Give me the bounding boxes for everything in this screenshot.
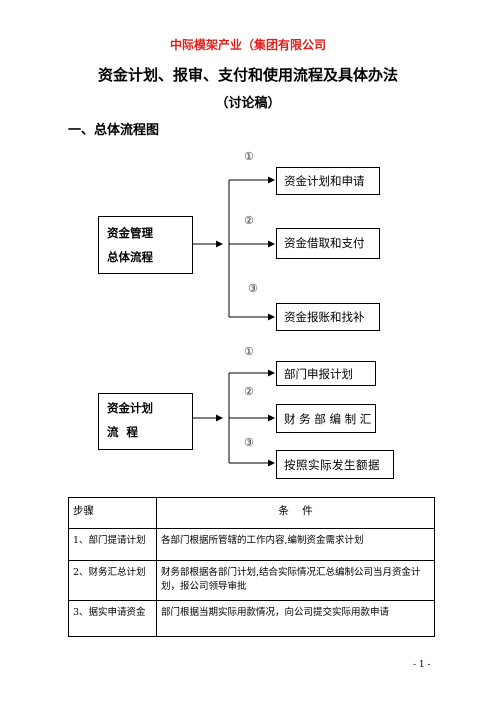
table-row: 1、部门提请计划 各部门根据所管辖的工作内容,编制资金需求计划 (68, 528, 435, 561)
flow2-main-line1: 资金计划 (107, 401, 153, 415)
table-cell-step: 3、据实申请资金 (68, 600, 157, 637)
document-subtitle: （讨论稿） (215, 96, 281, 111)
flow2-connectors (192, 369, 275, 467)
flow1-step3-number: ③ (248, 282, 258, 295)
table-row: 3、据实申请资金 部门根据当期实际用款情况，向公司提交实际用款申请 (68, 600, 435, 637)
flow1-step1-box: 资金计划和申请 (276, 167, 380, 195)
table-cell-condition: 部门根据当期实际用款情况，向公司提交实际用款申请 (156, 600, 435, 637)
page-number: - 1 - (413, 660, 431, 670)
flow2-step3-box: 按照实际发生额据 (276, 450, 394, 479)
table-cell-condition: 各部门根据所管辖的工作内容,编制资金需求计划 (156, 528, 435, 561)
flow2-step3-number: ③ (244, 436, 254, 449)
flow1-step1-number: ① (244, 150, 254, 163)
flow2-main-line2: 流 程 (107, 425, 139, 439)
table-cell-condition: 财务部根据各部门计划,结合实际情况汇总编制公司当月资金计划，报公司领导审批 (156, 560, 435, 601)
flow2-step1-number: ① (244, 345, 254, 358)
flow1-step3-box: 资金报账和找补 (276, 303, 380, 331)
company-name: 中际模架产业（集团有限公司 (169, 38, 326, 52)
table-header-condition: 条 件 (156, 497, 435, 529)
flow1-main-line2: 总体流程 (107, 250, 153, 264)
section-heading: 一、总体流程图 (68, 123, 160, 138)
flow2-step1-box: 部门申报计划 (276, 361, 376, 386)
table-header-step: 步骤 (68, 497, 157, 529)
flow1-main-box: 资金管理 总体流程 (98, 216, 193, 274)
flow2-step2-number: ② (244, 385, 254, 398)
flow1-connectors (192, 176, 275, 321)
flow1-step2-box: 资金借取和支付 (276, 228, 380, 259)
table-cell-step: 1、部门提请计划 (68, 528, 157, 561)
table-cell-step: 2、财务汇总计划 (68, 560, 157, 601)
document-title: 资金计划、报审、支付和使用流程及具体办法 (97, 66, 398, 84)
flow1-step2-number: ② (244, 214, 254, 227)
flow1-main-line1: 资金管理 (107, 226, 153, 240)
table-row: 2、财务汇总计划 财务部根据各部门计划,结合实际情况汇总编制公司当月资金计划，报… (68, 560, 435, 601)
flow2-step2-box: 财 务 部 编 制 汇 (276, 404, 376, 433)
steps-table: 步骤 条 件 1、部门提请计划 各部门根据所管辖的工作内容,编制资金需求计划 2… (68, 497, 435, 637)
table-header-row: 步骤 条 件 (68, 497, 435, 529)
flow2-main-box: 资金计划 流 程 (98, 393, 193, 450)
